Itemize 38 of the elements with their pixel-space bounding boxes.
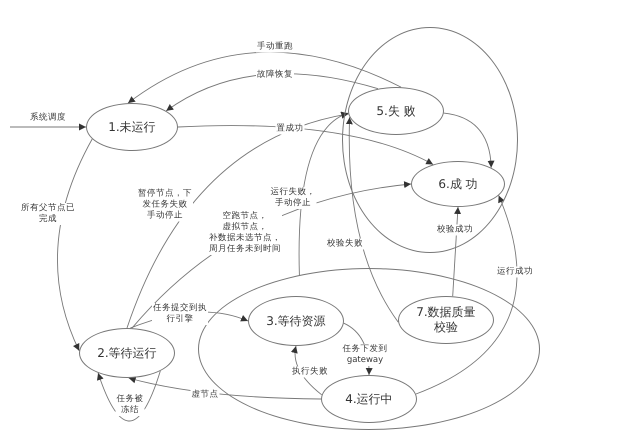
edge-label: 运行失败，手动停止 [270,187,316,209]
edge-label: 运行成功 [496,266,534,278]
edge-label: 系统调度 [29,112,67,124]
edge-label: 置成功 [276,124,304,134]
arrow [128,52,402,104]
arrow [452,206,462,297]
edge-label: 校验成功 [436,224,474,236]
state-ellipse [79,328,175,378]
state-ellipse [398,296,494,344]
state-label: 7.数据质量校验 [416,305,476,335]
arrow [10,124,86,130]
edge-label: 手动重跑 [256,42,294,52]
arrow [346,116,399,323]
arrow [443,112,494,168]
state-label: 4.运行中 [345,392,393,406]
arrow [416,195,518,394]
state-ellipse [248,296,344,346]
state-ellipse [411,161,505,207]
edge-label: 任务下发到gateway [342,344,388,366]
edge-label: 故障恢复 [256,70,294,80]
edge-label: 校验失败 [326,238,364,250]
edge-label: 虚节点 [190,390,220,400]
state-label: 2.等待运行 [97,346,157,360]
state-label: 1.未运行 [108,120,156,134]
edge-label: 任务提交到执行引擎 [152,303,208,325]
arrow [178,125,434,165]
edge-label: 任务被冻结 [116,394,144,416]
arrow [57,138,93,352]
edge-label: 所有父节点已完成 [20,203,76,225]
arrow [97,370,161,422]
state-label: 6.成 功 [438,176,478,192]
state-ellipse [348,87,444,135]
edge-label: 执行失败 [291,366,329,378]
state-ellipse [86,103,178,151]
state-label: 5.失 败 [376,104,416,118]
edge-label: 空跑节点，虚拟节点，补数据未选节点，周月任务未到时间 [208,211,282,255]
edge-label: 暂停节点，下发任务失败手动停止 [137,188,193,222]
state-label: 3.等待资源 [266,314,326,328]
